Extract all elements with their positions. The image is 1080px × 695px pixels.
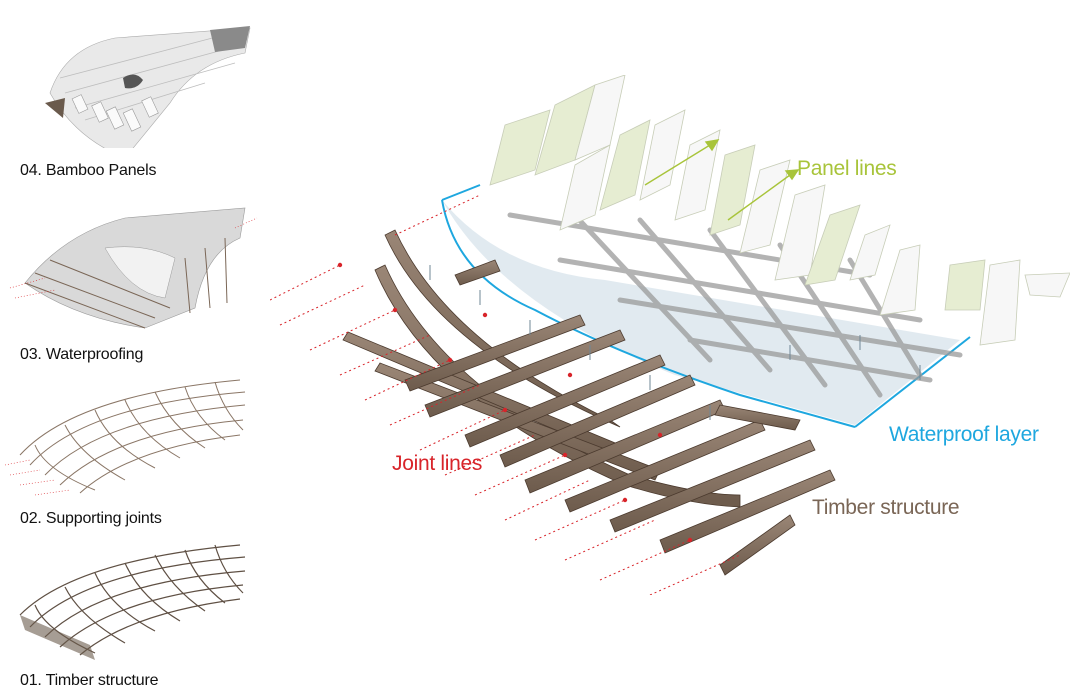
step-panels-caption: 04. Bamboo Panels (20, 162, 157, 179)
waterproofing-model (9, 207, 258, 329)
panel-lines-label: Panel lines (797, 157, 897, 180)
step-joints-caption: 02. Supporting joints (20, 510, 162, 527)
construction-detail-drawing (270, 75, 1070, 595)
step-waterproofing-thumbnail (5, 198, 260, 338)
timber-beams (342, 229, 836, 576)
step-panels-thumbnail (5, 8, 260, 148)
timber-structure-model (19, 544, 246, 660)
step-joints-thumbnail (5, 360, 260, 500)
step-timber-caption: 01. Timber structure (20, 672, 159, 689)
step-timber-thumbnail (5, 535, 260, 675)
step-waterproofing-caption: 03. Waterproofing (20, 346, 144, 363)
waterproof-layer-label: Waterproof layer (889, 423, 1039, 446)
joint-points (337, 262, 693, 543)
bamboo-panels-model (45, 26, 251, 148)
bamboo-panels (489, 75, 1070, 346)
timber-structure-label: Timber structure (812, 496, 960, 519)
connector-pins (429, 265, 921, 420)
supporting-joints-model (5, 379, 246, 496)
joint-lines (270, 194, 741, 595)
joint-lines-label: Joint lines (392, 452, 483, 475)
panel-line-arrows (644, 139, 800, 221)
